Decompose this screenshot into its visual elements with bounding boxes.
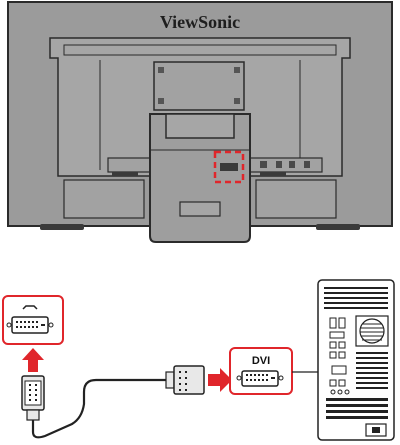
monitor-brand: ViewSonic xyxy=(160,12,240,32)
pc-fan-icon xyxy=(359,318,385,344)
vesa-screw-hole xyxy=(234,67,240,73)
pc-dvi-port xyxy=(331,365,347,375)
speaker-grille-left xyxy=(112,172,138,176)
pc-expansion-slots xyxy=(326,398,388,419)
io-port xyxy=(260,161,267,168)
lower-panel-right xyxy=(255,179,337,219)
arrow-right-icon xyxy=(208,368,232,392)
pc-vent-top xyxy=(324,287,388,309)
pc-tower xyxy=(317,279,395,441)
vesa-screw-hole xyxy=(158,67,164,73)
dvi-plug-right xyxy=(165,365,205,395)
monitor-stand xyxy=(149,113,251,243)
dvi-cable xyxy=(31,378,166,439)
io-port xyxy=(304,161,310,168)
dvi-port-highlight xyxy=(213,150,245,184)
pc-io-ports xyxy=(329,317,350,395)
io-port xyxy=(276,161,282,168)
monitor-back: ViewSonic xyxy=(7,1,393,243)
monitor-foot-right xyxy=(316,224,360,230)
speaker-grille-right xyxy=(260,172,286,176)
dvi-port-label: DVI xyxy=(252,355,270,367)
vesa-screw-hole xyxy=(158,98,164,104)
pc-dvi-port-callout: DVI xyxy=(229,347,293,395)
monitor-dvi-port xyxy=(220,163,238,171)
cable-end-callout xyxy=(2,295,64,345)
vesa-screw-hole xyxy=(234,98,240,104)
lower-panel-left xyxy=(63,179,145,219)
io-port xyxy=(289,161,295,168)
vesa-mount-plate xyxy=(153,61,245,111)
monitor-foot-left xyxy=(40,224,84,230)
panel-inner-frame xyxy=(63,44,337,56)
pc-vent-side xyxy=(356,352,388,389)
pc-power-socket xyxy=(372,427,380,433)
dvi-plug-left xyxy=(21,375,45,421)
dvi-port-icon xyxy=(6,305,54,334)
dvi-port-icon xyxy=(236,370,284,387)
stand-neck xyxy=(165,113,235,139)
stand-cable-hole xyxy=(179,201,221,217)
arrow-up-icon xyxy=(22,348,44,372)
